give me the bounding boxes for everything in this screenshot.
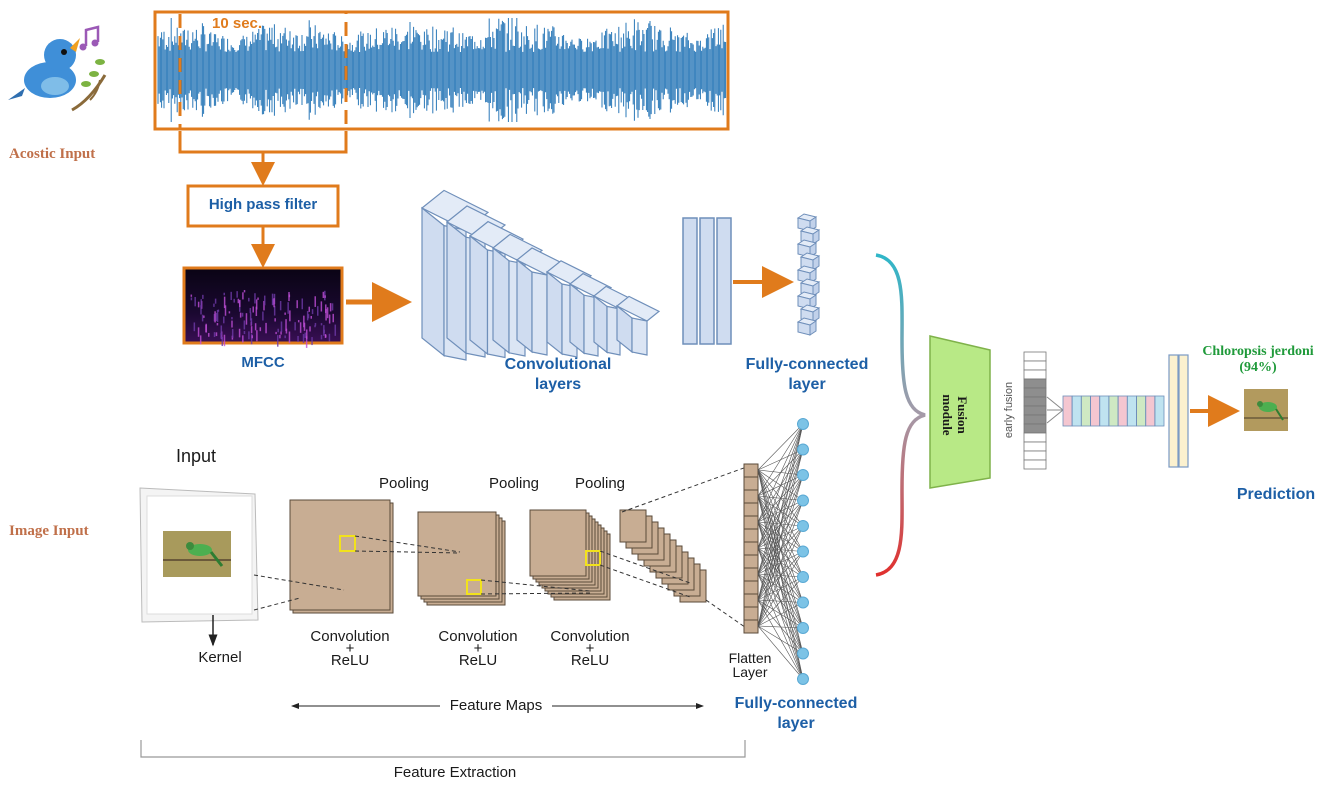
fused-feature-vector: [1062, 395, 1165, 427]
relu-label-1: ReLU: [330, 652, 370, 669]
mfcc-texture: [190, 290, 337, 348]
window-duration-label: 10 sec.: [212, 15, 263, 32]
relu-label-2: ReLU: [458, 652, 498, 669]
fusion-module-label: Fusion module: [940, 360, 970, 470]
pooling-label-2: Pooling: [488, 475, 540, 492]
feature-extraction-label: Feature Extraction: [393, 764, 517, 781]
acoustic-fc-label-2: layer: [788, 376, 826, 393]
fusion-module-label-2: module: [940, 394, 955, 436]
plus-sign-1: +: [345, 640, 355, 657]
plus-sign-2: +: [473, 640, 483, 657]
flatten-label-1: Flatten: [728, 650, 772, 666]
image-fc-label-2: layer: [777, 715, 815, 732]
mfcc-label: MFCC: [241, 354, 285, 371]
fusion-funnel: [1046, 396, 1064, 424]
flatten-layer: [743, 463, 759, 634]
convolutional-layers: [420, 189, 661, 361]
early-fusion-vector: [1023, 351, 1047, 470]
fc-nodes: [757, 418, 809, 685]
flatten-label-2: Layer: [732, 664, 768, 680]
window-bracket: [178, 131, 348, 154]
image-input-label: Image Input: [9, 523, 89, 539]
acoustic-fc-label-1: Fully-connected: [745, 356, 869, 373]
feature-maps: [289, 499, 707, 614]
prediction-label: Prediction: [1236, 486, 1316, 503]
fusion-brace: [875, 253, 926, 577]
input-title: Input: [176, 446, 217, 466]
conv-relu-label-1: Convolution: [310, 628, 390, 645]
output-layer: [1168, 354, 1189, 468]
receptive-field-lines: [253, 464, 753, 633]
pooling-label-1: Pooling: [378, 475, 430, 492]
conv-layers-label-1: Convolutional: [504, 356, 612, 373]
early-fusion-label: early fusion: [1003, 381, 1015, 439]
fully-connected-units: [796, 213, 821, 336]
fusion-module-label-1: Fusion: [955, 396, 970, 434]
fusion-module: [929, 335, 991, 489]
music-note-icon: [79, 25, 100, 51]
kernel-label: Kernel: [198, 649, 242, 666]
species-label: Chloropsis jerdoni: [1202, 344, 1314, 359]
dense-bars: [682, 217, 732, 345]
relu-label-3: ReLU: [570, 652, 610, 669]
high-pass-filter-box: [186, 184, 340, 228]
mfcc-spectrogram: [182, 266, 344, 345]
conv-layers-label-2: layers: [534, 376, 582, 393]
feature-maps-label: Feature Maps: [449, 697, 543, 714]
plus-sign-3: +: [585, 640, 595, 657]
confidence-label: (94%): [1239, 360, 1277, 375]
pooling-label-3: Pooling: [574, 475, 626, 492]
bird-singing-icon: [8, 38, 107, 112]
ten-second-window: [178, 10, 348, 131]
acoustic-input-label: Acostic Input: [9, 146, 96, 162]
audio-waveform: [157, 18, 727, 122]
bird-photo-icon: [163, 531, 231, 577]
prediction-bird-icon: [1244, 389, 1288, 431]
conv-relu-label-2: Convolution: [438, 628, 518, 645]
conv-relu-label-3: Convolution: [550, 628, 630, 645]
high-pass-filter-label: High pass filter: [208, 196, 318, 213]
image-fc-label-1: Fully-connected: [734, 695, 858, 712]
feature-extraction-bracket: [140, 740, 746, 758]
